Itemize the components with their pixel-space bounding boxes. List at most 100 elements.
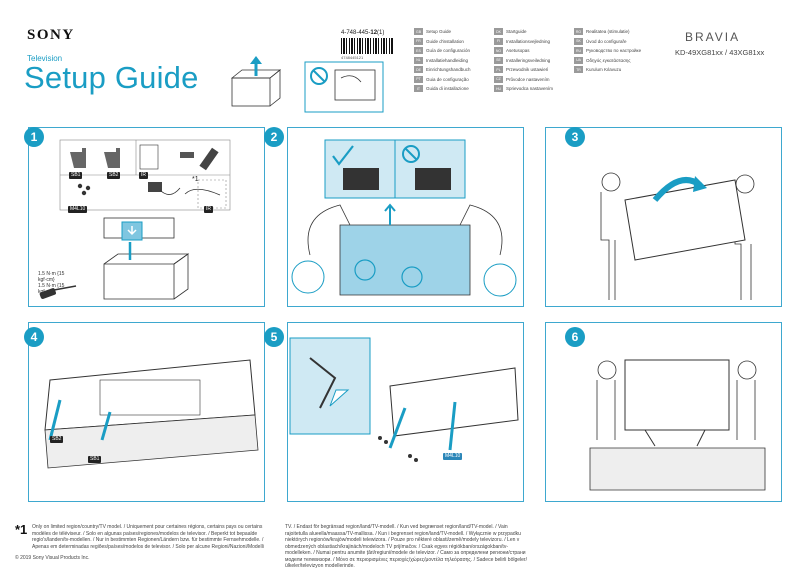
language-code: UA — [574, 56, 583, 64]
language-name: Úvod do configuraře — [586, 38, 627, 44]
tag-ir: IR — [139, 172, 148, 179]
header-unboxing-illustration — [230, 56, 282, 107]
tag-sb1: SB1 — [69, 172, 83, 179]
language-name: Sprievodca nastavením — [506, 86, 554, 92]
language-name: Kurulum Kılavuzu — [586, 67, 622, 73]
step1-accessories-illustration — [59, 139, 231, 211]
language-code: FR — [414, 37, 423, 45]
step2-ok-illustration — [324, 139, 466, 199]
language-name: Guide d'installation — [426, 38, 464, 44]
language-name: Realitatea (stimulatie) — [586, 29, 630, 35]
part-number-suffix: (1) — [377, 30, 385, 36]
header-no-lift-illustration — [304, 61, 384, 113]
language-code: PT — [414, 75, 423, 83]
language-code: TR — [574, 66, 583, 74]
language-name: Οδηγός εγκατάστασης — [586, 57, 631, 63]
screwdriver-icon — [39, 285, 77, 299]
tag-sb1-step4: SB1 — [88, 456, 102, 463]
language-code: GB — [414, 28, 423, 36]
brand-logo: SONY — [27, 27, 75, 43]
footnote-text-right: TV. / Endast för begränsad region/land/T… — [285, 524, 527, 569]
copyright: © 2019 Sony Visual Products Inc. — [15, 555, 90, 561]
product-line: BRAVIA — [685, 30, 741, 44]
language-name: Руководство по настройке — [586, 48, 642, 54]
language-code: DK — [494, 28, 503, 36]
language-code: NO — [494, 47, 503, 55]
language-name: Installatiehandleiding — [426, 57, 469, 63]
tag-sb2-step4: SB2 — [50, 436, 64, 443]
language-name: Installeringsveiledning — [506, 57, 551, 63]
language-code: RU — [574, 47, 583, 55]
page-title: Setup Guide — [24, 60, 199, 95]
language-name: Przewodnik ustawień — [506, 67, 549, 73]
language-code: IT — [414, 85, 423, 93]
language-name: Startguide — [506, 29, 527, 35]
language-code: DE — [414, 66, 423, 74]
step-number-6: 6 — [565, 327, 585, 347]
tag-star: *1 — [192, 176, 199, 183]
tag-sb2: SB2 — [107, 172, 121, 179]
torque-line-1: 1.5 N·m {15 kgf·cm} — [38, 271, 65, 283]
part-number: 4-748-445-12(1) — [341, 30, 384, 36]
step-number-1: 1 — [24, 127, 44, 147]
part-number-bold: 12 — [370, 30, 378, 36]
step2-lifting-illustration — [291, 203, 517, 297]
language-name: Einrichtungshandbuch — [426, 67, 471, 73]
tag-m4l10: M4L10 — [68, 206, 88, 213]
model-number: KD-49XG81xx / 43XG81xx — [675, 48, 765, 57]
step-number-3: 3 — [565, 127, 585, 147]
language-code: HU — [494, 85, 503, 93]
step6-place-tv-illustration — [589, 359, 766, 491]
barcode — [341, 38, 393, 54]
language-code: SK — [574, 37, 583, 45]
language-name: Guia de configuração — [426, 76, 469, 82]
language-code: ES — [414, 47, 423, 55]
step-number-5: 5 — [264, 327, 284, 347]
language-code: CZ — [494, 75, 503, 83]
step4-tv-face-down-illustration — [44, 359, 259, 469]
step-number-4: 4 — [24, 327, 44, 347]
language-name: Installationsvejledning — [506, 38, 551, 44]
step5-stand-attach-illustration — [289, 337, 519, 462]
language-code: RO — [574, 28, 583, 36]
language-code: PL — [494, 66, 503, 74]
barcode-digits: 4748445121 — [341, 55, 364, 60]
tag-ir-2: IR — [204, 206, 213, 213]
language-code: SE — [494, 56, 503, 64]
language-code: FI — [494, 37, 503, 45]
language-code: NL — [414, 56, 423, 64]
footnote-text-left: Only on limited region/country/TV model.… — [32, 524, 264, 550]
language-name: Guía de configuración — [426, 48, 471, 54]
part-number-prefix: 4-748-445- — [341, 30, 371, 36]
language-name: Guida di installazione — [426, 86, 469, 92]
step-number-2: 2 — [264, 127, 284, 147]
category-label: Television — [27, 54, 63, 63]
step1-box-illustration — [103, 217, 190, 300]
language-name: Setup Guide — [426, 29, 452, 35]
language-name: Asetusopas — [506, 48, 530, 54]
